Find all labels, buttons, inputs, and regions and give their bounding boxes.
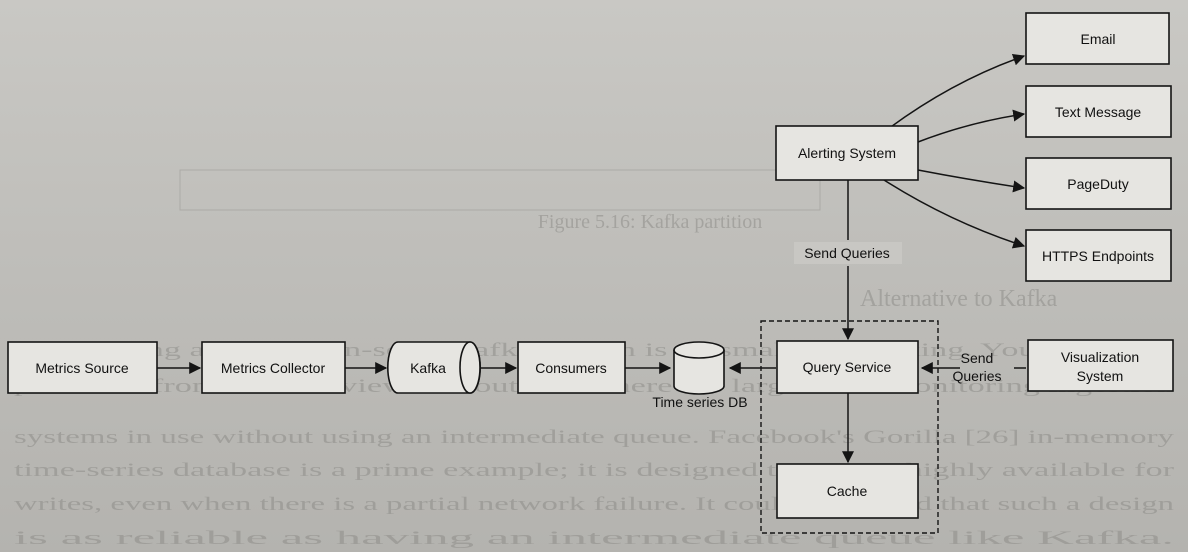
node-time-series-db: Time series DB [652, 341, 748, 410]
alerting-system-label: Alerting System [798, 145, 896, 161]
node-kafka: Kafka [387, 341, 481, 394]
node-visualization-system: Visualization System [1027, 339, 1174, 392]
edge-alert-to-email [883, 53, 1026, 133]
faded-partition-box [179, 169, 821, 211]
figure-caption: Figure 5.16: Kafka partition [538, 211, 762, 233]
time-series-db-label: Time series DB [652, 394, 747, 410]
viz-send-label-line1: Send [961, 350, 994, 366]
node-metrics-source: Metrics Source [7, 341, 158, 394]
query-cache-group-border [760, 320, 939, 534]
consumers-label: Consumers [535, 360, 607, 376]
cache-label: Cache [827, 483, 868, 499]
paragraph-line: writes, even when there is a partial net… [14, 494, 1175, 515]
node-email: Email [1025, 12, 1170, 65]
node-text-message: Text Message [1025, 85, 1172, 138]
node-pageduty: PageDuty [1025, 157, 1172, 210]
edge-alert-to-https [883, 179, 1026, 249]
text-message-label: Text Message [1055, 104, 1142, 120]
pageduty-label: PageDuty [1067, 176, 1128, 192]
node-consumers: Consumers [517, 341, 626, 394]
query-service-label: Query Service [803, 359, 892, 375]
paragraph-line: is as reliable as having an intermediate… [14, 528, 1174, 549]
viz-send-label-line2: Queries [952, 368, 1001, 384]
node-alerting-system: Alerting System [775, 125, 919, 181]
send-queries-label-bg [794, 242, 902, 264]
visualization-label-line2: System [1077, 368, 1124, 384]
node-metrics-collector: Metrics Collector [201, 341, 346, 394]
email-label: Email [1080, 31, 1115, 47]
node-cache: Cache [776, 463, 919, 519]
node-query-service: Query Service [776, 340, 919, 394]
edges [157, 53, 1026, 464]
kafka-label: Kafka [410, 360, 446, 376]
edge-alert-to-text [917, 109, 1026, 143]
send-queries-label: Send Queries [804, 245, 890, 261]
visualization-label-line1: Visualization [1061, 349, 1139, 365]
paragraph-line: time-series database is a prime example;… [14, 460, 1175, 481]
https-endpoints-label: HTTPS Endpoints [1042, 248, 1154, 264]
metrics-collector-label: Metrics Collector [221, 360, 326, 376]
metrics-source-label: Metrics Source [35, 360, 129, 376]
paragraph-line: systems in use without using an intermed… [14, 427, 1175, 448]
section-heading: Alternative to Kafka [860, 286, 1058, 312]
edge-alert-to-pageduty [917, 169, 1026, 193]
node-https-endpoints: HTTPS Endpoints [1025, 229, 1172, 282]
